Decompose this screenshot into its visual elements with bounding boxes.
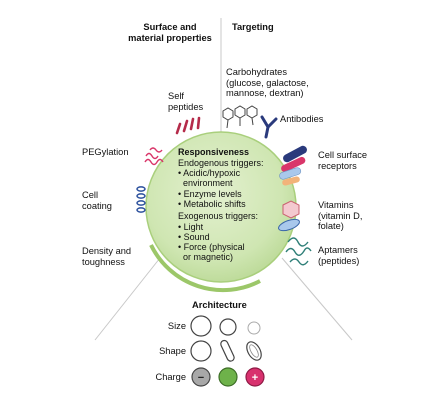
divider-lower-right — [281, 257, 353, 341]
shape-sphere — [190, 340, 212, 362]
charge-label: Charge — [155, 372, 187, 382]
receptor-icon — [279, 145, 307, 186]
vitamin-ellipse-icon — [278, 218, 300, 232]
cell-coating-icon — [136, 186, 146, 213]
self-peptide-icon — [175, 116, 201, 135]
size-medium-circle — [219, 318, 237, 336]
aptamers-label: Aptamers (peptides) — [318, 245, 360, 266]
size-label: Size — [167, 321, 186, 331]
charge-negative-circle — [191, 367, 211, 387]
exogenous-item: • Sound — [178, 232, 210, 242]
aptamer-icon — [285, 237, 312, 266]
vitamin-hexagon-icon — [282, 200, 300, 219]
pegylation-label: PEGylation — [82, 147, 129, 157]
endogenous-item: • Enzyme levels — [178, 189, 242, 199]
size-small-circle — [247, 321, 261, 335]
shape-disc-inner — [249, 344, 259, 358]
self-peptides-label: Self peptides — [168, 91, 204, 112]
targeting-heading: Targeting — [232, 22, 274, 32]
endogenous-item: • Acidic/hypoxic environment — [178, 168, 241, 189]
endogenous-heading: Endogenous triggers: — [178, 158, 264, 168]
exogenous-heading: Exogenous triggers: — [178, 211, 259, 221]
carbohydrate-icon — [222, 105, 258, 129]
exogenous-item: • Force (physical or magnetic) — [178, 242, 245, 263]
charge-neutral-circle — [218, 367, 238, 387]
vitamins-label: Vitamins (vitamin D, folate) — [318, 200, 363, 232]
cell-coating-label: Cell coating — [82, 190, 112, 211]
divider-lower-left — [94, 257, 161, 341]
responsiveness-title: Responsiveness — [178, 147, 250, 157]
antibodies-label: Antibodies — [280, 114, 324, 124]
architecture-heading: Architecture — [192, 300, 247, 310]
receptors-label: Cell surface receptors — [318, 150, 368, 171]
size-large-circle — [190, 315, 212, 337]
density-shell-arc — [149, 244, 261, 293]
antibody-icon — [260, 115, 278, 139]
charge-positive-symbol: + — [252, 372, 258, 384]
charge-positive-circle — [245, 367, 265, 387]
shape-disc — [246, 341, 262, 361]
charge-negative-symbol: − — [198, 372, 204, 384]
carbohydrates-label: Carbohydrates (glucose, galactose, manno… — [226, 67, 309, 99]
endogenous-item: • Metabolic shifts — [178, 199, 246, 209]
surface-heading: Surface and material properties — [128, 22, 212, 43]
peg-chain-icon — [144, 147, 164, 166]
density-label: Density and toughness — [82, 246, 132, 267]
shape-rod — [220, 339, 235, 362]
exogenous-item: • Light — [178, 222, 204, 232]
shape-label: Shape — [159, 346, 186, 356]
